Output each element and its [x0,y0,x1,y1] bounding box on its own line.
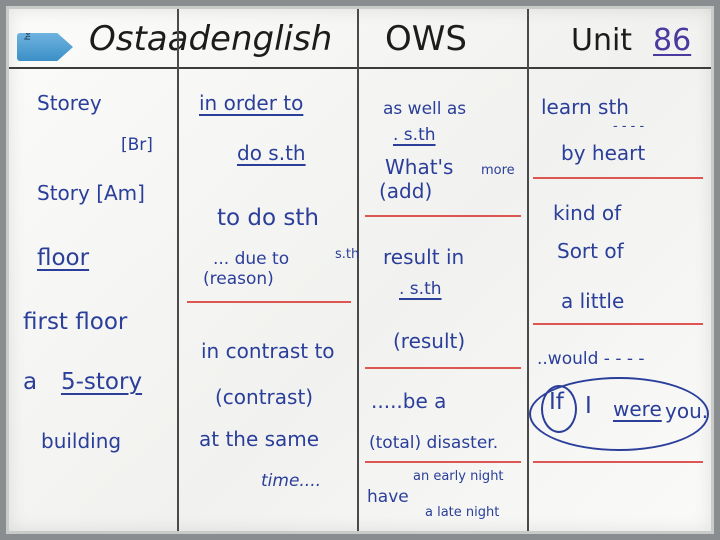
sth-text-2: . s.th [399,279,442,299]
reason-text: (reason) [203,269,274,289]
result-in-text: result in [383,245,465,269]
storey-text: Storey [37,91,102,115]
five-story-text: 5-story [61,369,143,395]
whiteboard: hello Ostaadenglish OWS Unit 86 Storey [… [6,6,714,534]
column-divider-3 [527,9,529,531]
sth-text-1: . s.th [393,125,436,145]
total-disaster-text: (total) disaster. [369,433,499,453]
red-separator [365,215,521,217]
to-do-sth-text: to do sth [217,205,319,231]
at-the-same-text: at the same [199,427,320,451]
red-separator [365,461,521,463]
column-divider-1 [177,9,179,531]
do-sth-text: do s.th [237,141,306,165]
due-to-text: ... due to [213,249,290,269]
would-text: ..would - - - - [537,349,645,369]
first-floor-text: first floor [23,309,128,335]
red-separator [533,323,703,325]
dashes-text: - - - - [613,119,645,134]
unit-label: Unit [571,23,633,58]
red-separator [533,177,703,179]
a-text: a [23,369,38,395]
have-text: have [367,487,409,507]
whats-text: What's [385,155,454,179]
ows-label: OWS [385,19,467,59]
by-heart-text: by heart [561,141,646,165]
circle-annotation [529,377,709,451]
br-text: [Br] [121,135,153,155]
contrast-text: (contrast) [215,385,314,409]
more-text: more [481,163,515,178]
result-text: (result) [393,329,466,353]
board-title: Ostaadenglish [89,19,333,59]
late-night-text: a late night [425,505,500,520]
early-night-text: an early night [413,469,504,484]
sth-small-text: s.th [335,247,360,262]
if-text: If [549,389,564,415]
floor-text: floor [37,245,90,271]
story-text: Story [Am] [37,181,145,205]
in-order-to-text: in order to [199,91,304,115]
kind-of-text: kind of [553,201,622,225]
you-text: you. [665,399,709,423]
add-text: (add) [379,179,433,203]
learn-sth-text: learn sth [541,95,629,119]
red-separator [533,461,703,463]
header-divider [9,67,711,69]
i-text: I [585,393,592,419]
red-separator [187,301,351,303]
building-text: building [41,429,122,453]
blue-tag-sticker: hello [17,33,73,61]
be-a-text: .....be a [371,389,447,413]
column-divider-2 [357,9,359,531]
sort-of-text: Sort of [557,239,624,263]
tag-text: hello [23,20,33,41]
as-well-as-text: as well as [383,99,467,119]
were-text: were [613,397,662,421]
red-separator [365,367,521,369]
in-contrast-text: in contrast to [201,339,335,363]
if-circle [541,385,577,433]
time-text: time.... [261,471,322,491]
unit-number: 86 [653,23,692,58]
a-little-text: a little [561,289,625,313]
